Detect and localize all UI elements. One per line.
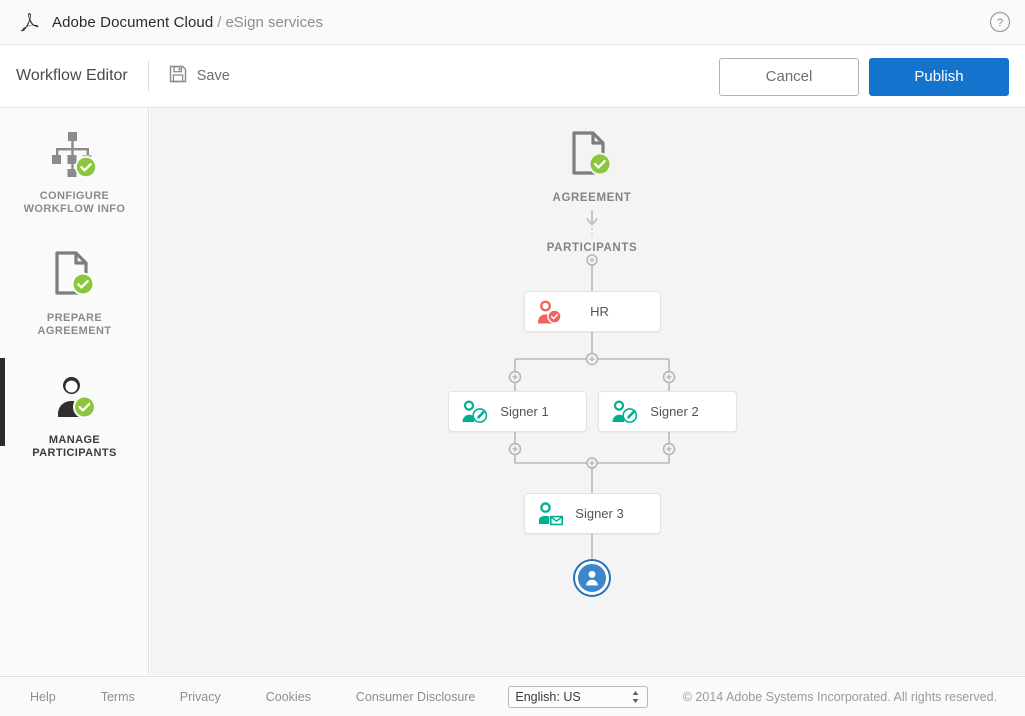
brand-separator: / (217, 13, 222, 31)
add-participant-button[interactable] (575, 561, 609, 595)
help-question-icon[interactable]: ? (989, 11, 1011, 33)
participant-node-label: HR (590, 304, 609, 319)
footer-link-help[interactable]: Help (30, 689, 56, 704)
person-pen-icon (459, 399, 489, 425)
footer-link-privacy[interactable]: Privacy (179, 689, 221, 704)
sidebar-label-line2: WORKFLOW INFO (23, 203, 126, 215)
editor-toolbar: Workflow Editor Save Cancel Publish (0, 45, 1025, 108)
sidebar-label-line1: PREPARE (46, 312, 103, 324)
brand-product-name: Adobe Document Cloud (52, 13, 214, 31)
cancel-button[interactable]: Cancel (719, 57, 859, 96)
org-chart-check-icon (47, 126, 103, 182)
plus-node-icon (508, 254, 676, 469)
agreement-document-check-icon (568, 130, 616, 184)
workflow-canvas[interactable]: AGREEMENT PARTICIPANTS HR (150, 108, 1025, 675)
svg-text:?: ? (997, 17, 1003, 29)
agreement-stage-label: AGREEMENT (552, 192, 632, 204)
footer-link-consumer-disclosure[interactable]: Consumer Disclosure (355, 689, 476, 704)
participant-node-signer-2[interactable]: Signer 2 (598, 391, 737, 432)
sidebar-item-manage-participants[interactable]: MANAGE PARTICIPANTS (0, 352, 149, 474)
participant-node-label: Signer 1 (500, 404, 549, 419)
page-footer: Help Terms Privacy Cookies Consumer Disc… (0, 676, 1025, 716)
sidebar-item-label: CONFIGURE WORKFLOW INFO (24, 190, 126, 216)
participants-stage-label: PARTICIPANTS (546, 242, 638, 254)
toolbar-actions: Cancel Publish (719, 45, 1009, 108)
publish-button[interactable]: Publish (869, 57, 1009, 96)
sidebar-item-label: MANAGE PARTICIPANTS (32, 434, 116, 460)
save-button[interactable]: Save (168, 64, 230, 89)
person-add-icon (586, 570, 598, 586)
page-title: Workflow Editor (16, 67, 128, 84)
sidebar-label-line2: PARTICIPANTS (32, 447, 117, 459)
sidebar-item-configure-workflow-info[interactable]: CONFIGURE WORKFLOW INFO (0, 108, 149, 230)
person-check-icon (535, 299, 565, 325)
sidebar-label-line1: MANAGE (48, 434, 101, 446)
participant-node-label: Signer 3 (575, 506, 624, 521)
person-envelope-icon (535, 501, 565, 527)
footer-copyright: © 2014 Adobe Systems Incorporated. All r… (682, 689, 997, 704)
document-check-icon (47, 248, 103, 304)
workflow-steps-sidebar: CONFIGURE WORKFLOW INFO PREPARE AGREEMEN… (0, 108, 159, 675)
participant-node-signer-3[interactable]: Signer 3 (524, 493, 661, 534)
adobe-acrobat-logo-icon (16, 9, 42, 35)
person-check-icon (47, 370, 103, 426)
workflow-connectors (508, 210, 676, 562)
language-select-wrapper: English: US (508, 685, 649, 708)
sidebar-item-label: PREPARE AGREEMENT (38, 312, 112, 338)
brand-bar: Adobe Document Cloud / eSign services ? (0, 0, 1025, 45)
toolbar-divider (147, 61, 149, 91)
participant-node-label: Signer 2 (650, 404, 699, 419)
sidebar-item-prepare-agreement[interactable]: PREPARE AGREEMENT (0, 230, 149, 352)
sidebar-label-line2: AGREEMENT (37, 325, 112, 337)
floppy-disk-save-icon (168, 64, 188, 89)
language-select[interactable]: English: US (508, 685, 649, 708)
person-pen-icon (609, 399, 639, 425)
sidebar-label-line1: CONFIGURE (39, 190, 110, 202)
save-button-label: Save (196, 68, 230, 84)
brand-service-name: eSign services (225, 13, 323, 31)
footer-link-cookies[interactable]: Cookies (265, 689, 311, 704)
footer-link-terms[interactable]: Terms (100, 689, 135, 704)
participant-node-signer-1[interactable]: Signer 1 (448, 391, 587, 432)
participant-node-hr[interactable]: HR (524, 291, 661, 332)
